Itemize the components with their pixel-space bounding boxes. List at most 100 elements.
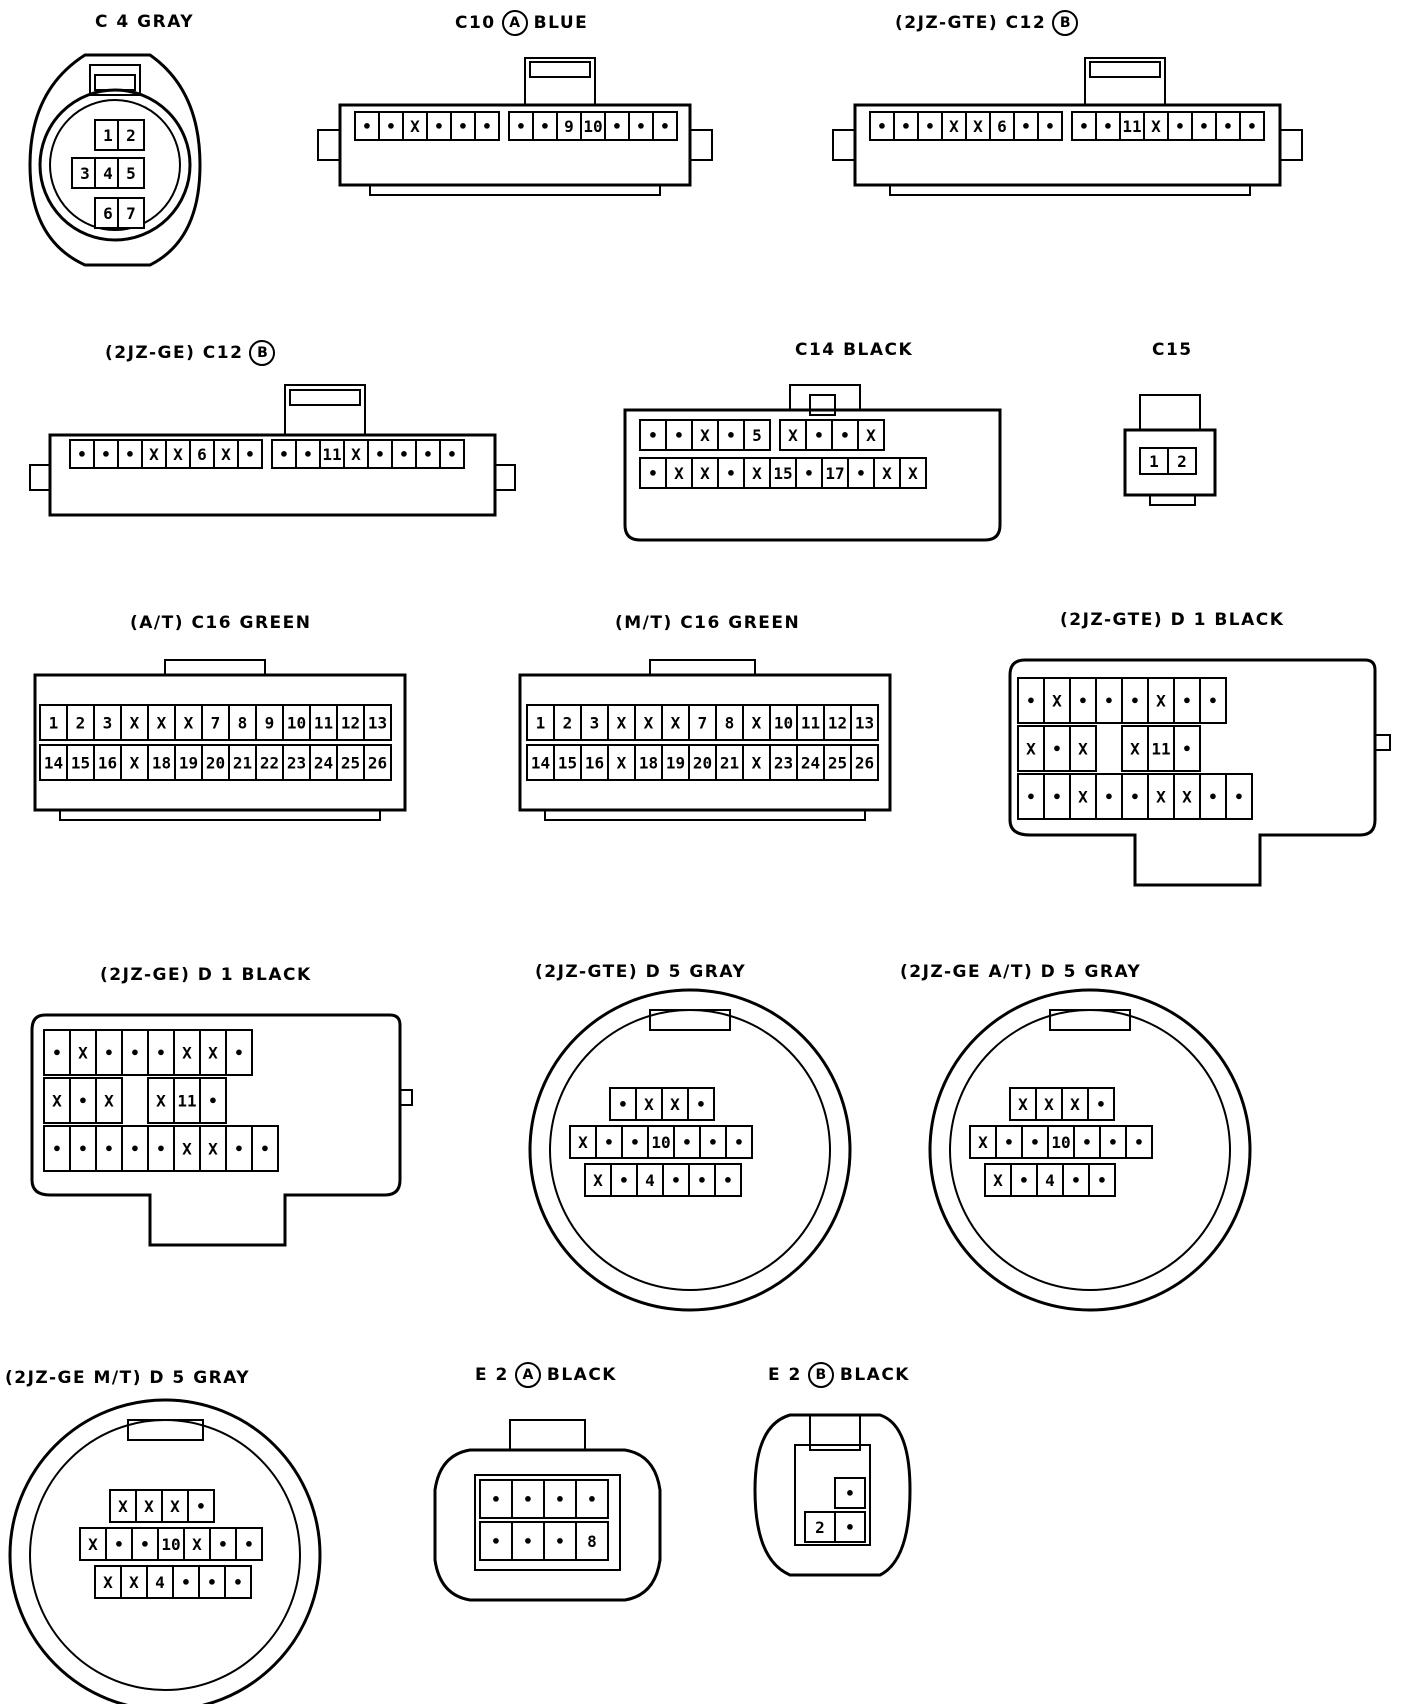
pin-cell: [575, 1479, 609, 1519]
pin-label: •: [77, 445, 87, 464]
pin-label: 12: [828, 714, 847, 733]
pin-label: 10: [161, 1535, 180, 1554]
connector-d5-ge-mt-housing: [8, 1398, 322, 1704]
connector-c15-housing: [1123, 394, 1217, 506]
pin-label: X: [1156, 692, 1166, 711]
pin-label: 6: [103, 204, 113, 223]
pin-label: •: [386, 117, 396, 136]
pin-label: 8: [725, 714, 735, 733]
pin-label: •: [516, 117, 526, 136]
pin-label: •: [233, 1573, 243, 1592]
connector-c10-housing: [317, 57, 713, 196]
pin-label: •: [682, 1133, 692, 1152]
pin-label: 10: [1051, 1133, 1070, 1152]
title-name: D 5: [149, 1368, 186, 1388]
pin-cell: [282, 704, 311, 741]
pin-cell: [1147, 773, 1175, 820]
pin-label: •: [1175, 117, 1185, 136]
pin-label: •: [1134, 1133, 1144, 1152]
pin-label: •: [648, 464, 658, 483]
pin-label: 13: [855, 714, 874, 733]
pin-cell: [511, 1479, 545, 1519]
pin-label: 6: [197, 445, 207, 464]
pin-label: X: [1151, 117, 1161, 136]
pin-label: X: [1026, 740, 1036, 759]
pin-cell: [117, 439, 143, 469]
pin-cell: [1125, 1125, 1153, 1159]
pin-label: 3: [103, 714, 113, 733]
pin-label: •: [660, 117, 670, 136]
pin-cell: [95, 1029, 123, 1076]
pin-label: •: [130, 1044, 140, 1063]
pin-cell: [1021, 1125, 1049, 1159]
pin-cell: [117, 197, 145, 229]
pin-cell: [189, 439, 215, 469]
pin-cell: [228, 744, 257, 781]
title-name: D 5: [645, 962, 682, 982]
pin-cell: [183, 1527, 211, 1561]
pin-cell: [989, 111, 1015, 141]
pin-label: •: [104, 1044, 114, 1063]
title-color: BLACK: [241, 965, 312, 985]
pin-cell: [173, 1029, 201, 1076]
pin-label: •: [1052, 788, 1062, 807]
pin-label: •: [1097, 1171, 1107, 1190]
pin-cell: [426, 111, 452, 141]
pin-cell: [336, 744, 365, 781]
connector-c14-housing: [623, 384, 1002, 542]
pin-cell: [1069, 677, 1097, 724]
pin-cell: [402, 111, 428, 141]
pin-cell: [1017, 725, 1045, 772]
connector-c12-ge-housing: [29, 384, 516, 517]
pin-label: X: [78, 1044, 88, 1063]
pin-cell: [847, 457, 875, 489]
pin-label: •: [104, 1140, 114, 1159]
connector-title-d1-ge: (2JZ-GE) D 1 BLACK: [100, 965, 312, 985]
pin-cell: [743, 457, 771, 489]
pin-label: 1: [103, 126, 113, 145]
pin-cell: [580, 111, 606, 141]
pin-cell: [225, 1029, 253, 1076]
pin-label: 15: [773, 464, 792, 483]
pin-label: X: [752, 464, 762, 483]
pin-label: X: [208, 1140, 218, 1159]
pin-label: •: [523, 1490, 533, 1509]
pin-label: X: [670, 1095, 680, 1114]
pin-label: •: [140, 1535, 150, 1554]
pin-cell: [714, 1163, 742, 1197]
title-color: GRAY: [1084, 962, 1142, 982]
pin-label: X: [593, 1171, 603, 1190]
pin-label: 23: [774, 754, 793, 773]
pin-label: •: [125, 445, 135, 464]
pin-label: X: [617, 754, 627, 773]
pin-cell: [173, 1077, 201, 1124]
pin-label: 10: [583, 117, 602, 136]
pin-cell: [769, 704, 798, 741]
pin-label: 11: [322, 445, 341, 464]
pin-label: •: [1071, 1171, 1081, 1190]
pin-cell: [1121, 773, 1149, 820]
title-prefix: (M/T): [615, 613, 673, 633]
title-name: C 4: [95, 12, 130, 32]
pin-cell: [1037, 111, 1063, 141]
pin-cell: [1225, 773, 1253, 820]
pin-label: •: [540, 117, 550, 136]
pin-label: X: [1182, 788, 1192, 807]
pin-cell: [743, 419, 771, 451]
pin-label: •: [555, 1490, 565, 1509]
pin-label: X: [752, 754, 762, 773]
pin-cell: [224, 1565, 252, 1599]
title-name: C12: [1005, 13, 1047, 33]
pin-cell: [1043, 677, 1071, 724]
pin-label: X: [1052, 692, 1062, 711]
pin-label: X: [973, 117, 983, 136]
pin-cell: [1095, 111, 1121, 141]
pin-cell: [1088, 1163, 1116, 1197]
pin-label: 4: [103, 164, 113, 183]
pin-cell: [173, 1125, 201, 1172]
pin-label: •: [523, 1532, 533, 1551]
pin-label: 11: [801, 714, 820, 733]
pin-label: 5: [126, 164, 136, 183]
pin-cell: [691, 457, 719, 489]
